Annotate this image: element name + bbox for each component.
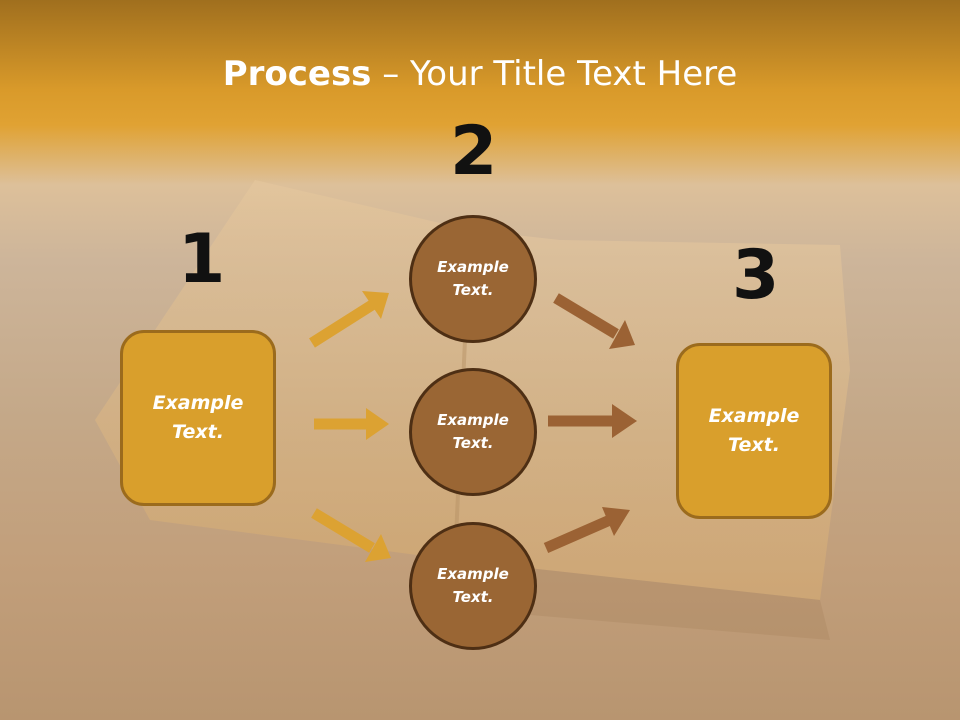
step-number-3: 3 bbox=[732, 236, 780, 315]
circle-bottom-label: Example Text. bbox=[437, 565, 509, 606]
step-3-box: Example Text. bbox=[676, 343, 832, 519]
step-2-circle-bottom: Example Text. bbox=[409, 522, 537, 650]
step-2-circle-middle: Example Text. bbox=[409, 368, 537, 496]
step-number-2: 2 bbox=[450, 112, 498, 191]
step-1-label: Example Text. bbox=[152, 392, 244, 443]
circle-top-label: Example Text. bbox=[437, 258, 509, 299]
step-number-1: 1 bbox=[178, 220, 226, 299]
arrow-right-down bbox=[553, 293, 635, 349]
circle-middle-label: Example Text. bbox=[437, 411, 509, 452]
title-bold: Process bbox=[222, 54, 372, 94]
step-1-box: Example Text. bbox=[120, 330, 276, 506]
step-3-label: Example Text. bbox=[708, 405, 800, 456]
title-rest: – Your Title Text Here bbox=[371, 54, 738, 94]
arrow-right-up bbox=[543, 507, 630, 554]
arrow-right-middle bbox=[548, 404, 637, 438]
arrow-left-down bbox=[311, 508, 391, 562]
arrow-left-middle bbox=[314, 408, 389, 440]
slide-title: Process – Your Title Text Here bbox=[0, 52, 960, 96]
arrow-left-up bbox=[309, 291, 389, 348]
step-2-circle-top: Example Text. bbox=[409, 215, 537, 343]
